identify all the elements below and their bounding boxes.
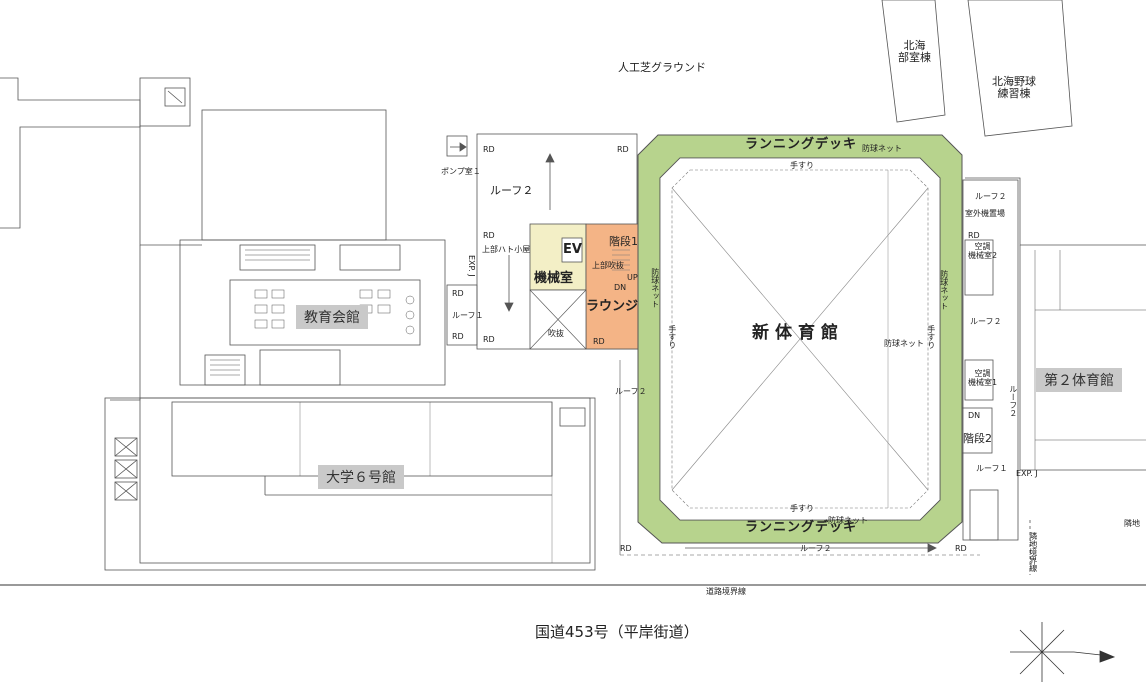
dn-2-label: DN: [968, 411, 981, 420]
machine-room-label: 機械室: [534, 271, 574, 286]
exp-joint-left-label: EXP. J: [466, 255, 476, 277]
roof-2-left-label: ルーフ２: [615, 387, 647, 396]
lounge-fill: [585, 223, 639, 350]
roof-2-bottom-label: ルーフ２: [800, 544, 832, 553]
roof-1-left-label: ルーフ１: [452, 311, 484, 320]
rd-marker: RD: [452, 289, 464, 298]
handrail-top-label: 手すり: [790, 161, 814, 170]
hokkai-club-label: 北海 部室棟: [898, 39, 931, 65]
lounge-label: ラウンジ: [586, 299, 639, 314]
rd-marker: RD: [968, 231, 980, 240]
rd-marker: RD: [452, 332, 464, 341]
artificial-turf-label: 人工芝グラウンド: [618, 61, 706, 74]
ac-room-1-label: 空調 機械室1: [968, 369, 998, 387]
rd-marker: RD: [617, 145, 629, 154]
running-deck-top-label: ランニングデッキ: [745, 137, 858, 152]
rd-marker: RD: [955, 544, 967, 553]
stair-1-label: 階段1: [609, 235, 638, 248]
roof-2-right-mid-label: ルーフ２: [970, 317, 1002, 326]
national-road-label: 国道453号（平岸街道）: [535, 623, 699, 641]
education-hall-label: 教育会館: [296, 305, 368, 329]
ac-room-2-label: 空調 機械室2: [968, 242, 998, 260]
tower-block: [139, 77, 191, 127]
university-6-label: 大学６号館: [318, 465, 404, 489]
ball-net-bottom-label: 防球ネット: [828, 516, 868, 525]
handrail-bottom-label: 手すり: [790, 504, 814, 513]
upper-lounge-label: 上部ハト小屋: [482, 245, 531, 254]
site-boundary-label: 隣地境界線: [1028, 532, 1038, 572]
rd-marker: RD: [620, 544, 632, 553]
ball-net-right-vertical-label: 防球ネット: [939, 270, 949, 310]
hokkai-baseball-building: [967, 0, 1073, 137]
road-boundary-label: 道路境界線: [706, 587, 746, 596]
left-wing-outline: [0, 77, 141, 229]
compass-icon: [1010, 622, 1116, 682]
up-label: UP: [627, 273, 638, 282]
outdoor-unit-label: 室外機置場: [965, 209, 1005, 218]
ball-net-top-label: 防球ネット: [862, 144, 902, 153]
roof-2-right-low-label: ルーフ２: [1008, 385, 1018, 417]
fukinuke-label: 吹抜: [548, 329, 564, 338]
site-boundary-edge-label: 隣地: [1124, 519, 1140, 528]
upper-building-block: [201, 109, 387, 241]
ev-label: EV: [563, 242, 582, 257]
roof-1-right-label: ルーフ１: [976, 464, 1008, 473]
rd-marker: RD: [593, 337, 605, 346]
rd-marker: RD: [483, 145, 495, 154]
ball-net-right-label: 防球ネット: [884, 339, 924, 348]
new-gym-label: 新体育館: [752, 323, 844, 343]
stair-2-label: 階段2: [963, 432, 992, 445]
roof-2-right-top-label: ルーフ２: [975, 192, 1007, 201]
ball-net-left-vertical-label: 防球ネット: [650, 268, 660, 308]
exp-joint-right-label: EXP. J: [1016, 469, 1038, 478]
roof-2-main-label: ルーフ２: [490, 184, 534, 197]
handrail-right-label: 手すり: [926, 325, 936, 349]
hokkai-club-building: [881, 0, 946, 123]
handrail-left-label: 手すり: [667, 325, 677, 349]
rd-marker: RD: [483, 335, 495, 344]
dn-label: DN: [614, 283, 627, 292]
upper-wall-label: 上部吹抜: [592, 261, 624, 270]
gym-2-label: 第２体育館: [1036, 368, 1122, 392]
hokkai-baseball-label: 北海野球 練習棟: [992, 75, 1036, 101]
running-deck-bottom-label: ランニングデッキ: [745, 520, 858, 535]
pump-room-label: ポンプ室１: [441, 167, 481, 176]
rd-marker: RD: [483, 231, 495, 240]
